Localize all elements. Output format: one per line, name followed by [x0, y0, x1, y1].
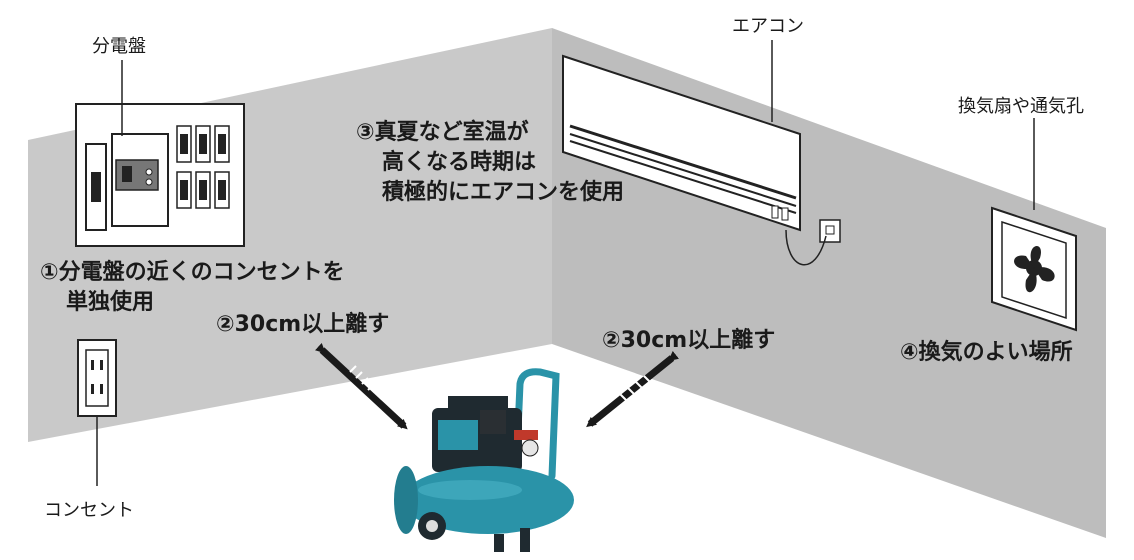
note-2-right: ②30cm以上離す [602, 328, 776, 353]
note-3: ③真夏など室温が 高くなる時期は 積極的にエアコンを使用 [356, 118, 624, 208]
distance-arrow-left [314, 342, 408, 430]
note-3-line-1: ③真夏など室温が [356, 120, 529, 145]
air-conditioner [562, 40, 841, 266]
note-3-line-3: 積極的にエアコンを使用 [382, 180, 625, 205]
note-1-line-2: 単独使用 [66, 290, 155, 315]
note-1-line-1: ①分電盤の近くのコンセントを [40, 260, 345, 285]
distribution-panel [75, 60, 245, 247]
fan-label: 換気扇や通気孔 [958, 96, 1084, 117]
aircon-label: エアコン [732, 16, 804, 37]
note-1: ①分電盤の近くのコンセントを 単独使用 [40, 258, 345, 318]
panel-label: 分電盤 [92, 36, 146, 57]
note-3-line-2: 高くなる時期は [382, 150, 537, 175]
air-compressor [394, 368, 574, 552]
distance-arrow-right [586, 350, 680, 428]
outlet-label: コンセント [44, 500, 134, 521]
wall-outlet [77, 339, 117, 486]
note-4: ④換気のよい場所 [900, 340, 1073, 365]
note-2-left: ②30cm以上離す [216, 312, 390, 337]
ventilation-fan [991, 118, 1077, 332]
